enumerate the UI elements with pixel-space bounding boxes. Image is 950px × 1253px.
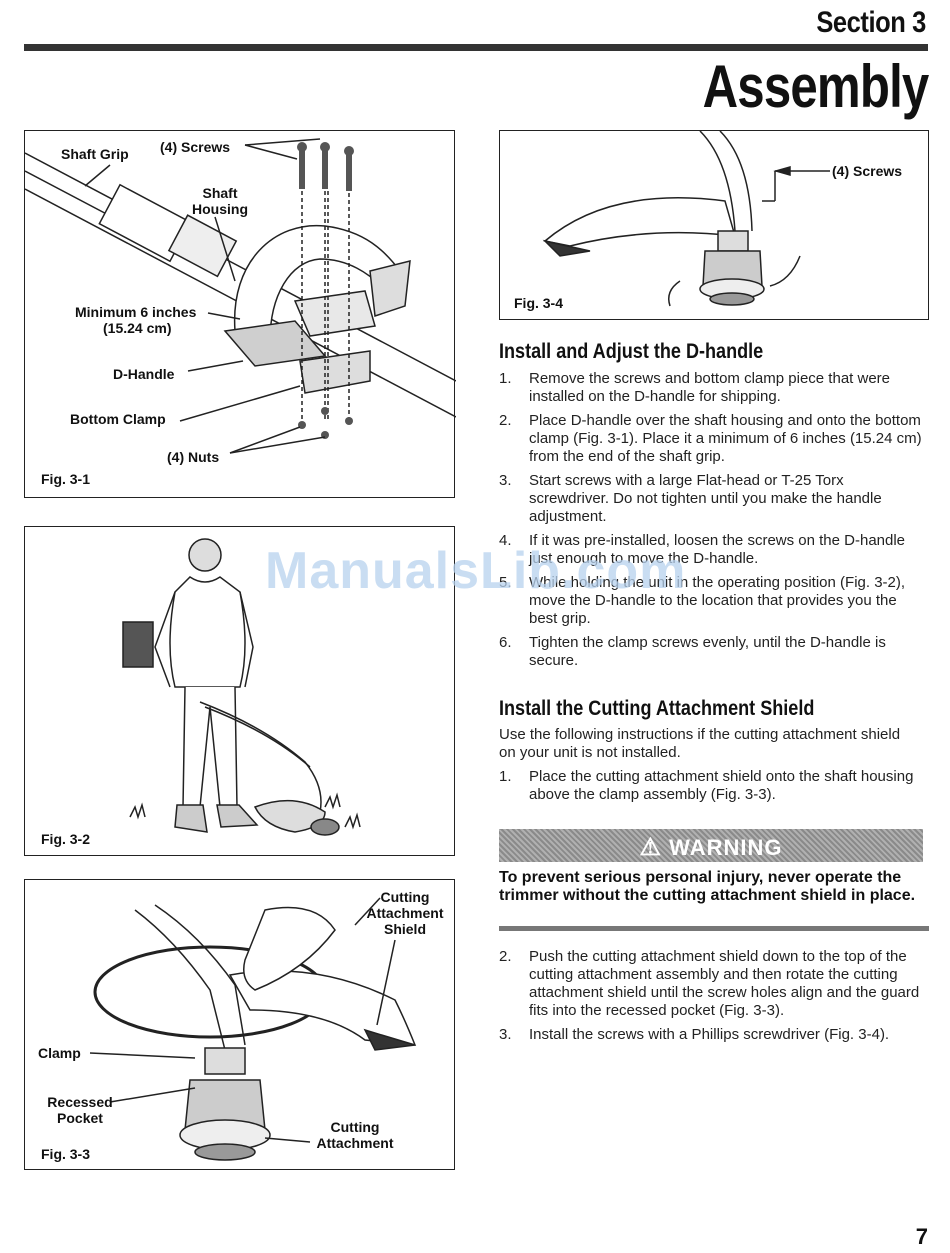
operator-illustration — [122, 538, 361, 836]
label-screws: (4) Screws — [832, 163, 903, 179]
list-item: 1.Place the cutting attachment shield on… — [499, 768, 914, 803]
figure-caption: Fig. 3-4 — [514, 295, 564, 311]
label-recessed-pocket: Recessed Pocket — [47, 1094, 113, 1126]
label-bottom-clamp: Bottom Clamp — [70, 411, 166, 427]
label-nuts: (4) Nuts — [167, 449, 220, 465]
section-label: Section 3 — [816, 6, 926, 39]
list-item: 1.Remove the screws and bottom clamp pie… — [499, 370, 891, 405]
list-item: 5.While holding the unit in the operatin… — [499, 574, 906, 627]
list-item: 3.Install the screws with a Phillips scr… — [499, 1026, 890, 1043]
label-cutting-attachment: Cutting Attachment — [316, 1119, 394, 1151]
label-clamp: Clamp — [38, 1045, 81, 1061]
figure-3-4: (4) Screws Fig. 3-4 — [499, 130, 929, 320]
page-title: Assembly — [702, 53, 929, 120]
shield-screws-illustration — [542, 131, 830, 307]
warning-triangle-icon: ⚠ — [639, 834, 663, 861]
shield-steps-a: 1.Place the cutting attachment shield on… — [499, 768, 924, 810]
list-item: 3.Start screws with a large Flat-head or… — [499, 472, 882, 525]
shield-installation-illustration — [89, 897, 417, 1161]
list-item: 4.If it was pre-installed, loosen the sc… — [499, 532, 906, 567]
label-screws: (4) Screws — [160, 139, 231, 155]
label-cutting-attachment-shield: Cutting Attachment Shield — [366, 889, 444, 937]
list-item: 2.Place D-handle over the shaft housing … — [499, 412, 922, 465]
figure-3-3: Cutting Attachment Shield Clamp Recessed… — [24, 879, 455, 1170]
d-handle-illustration — [25, 138, 456, 454]
page-number: 7 — [915, 1224, 928, 1249]
header-rule — [24, 44, 928, 51]
label-d-handle: D-Handle — [113, 366, 175, 382]
list-item: 6.Tighten the clamp screws evenly, until… — [499, 634, 886, 669]
warning-rule — [499, 926, 929, 931]
label-shaft-housing: Shaft Housing — [192, 185, 248, 217]
figure-caption: Fig. 3-3 — [41, 1146, 91, 1162]
d-handle-steps: 1.Remove the screws and bottom clamp pie… — [499, 370, 924, 676]
watermark: ManualsLib.com — [265, 542, 687, 600]
label-minimum-cm: (15.24 cm) — [103, 320, 172, 336]
label-minimum-inches: Minimum 6 inches — [75, 304, 197, 320]
figure-caption: Fig. 3-1 — [41, 471, 91, 487]
warning-label: ⚠ WARNING — [639, 834, 783, 861]
label-shaft-grip: Shaft Grip — [61, 146, 129, 162]
figure-caption: Fig. 3-2 — [41, 831, 91, 847]
shield-intro: Use the following instructions if the cu… — [499, 726, 901, 761]
heading-install-shield: Install the Cutting Attachment Shield — [499, 697, 815, 720]
shield-steps-b: 2.Push the cutting attachment shield dow… — [499, 948, 927, 1050]
heading-install-d-handle: Install and Adjust the D-handle — [499, 340, 764, 363]
figure-3-2: Fig. 3-2 — [24, 526, 455, 856]
warning-banner: ⚠ WARNING — [499, 829, 923, 862]
warning-text: To prevent serious personal injury, neve… — [499, 869, 916, 904]
list-item: 2.Push the cutting attachment shield dow… — [499, 948, 920, 1019]
figure-3-1: Shaft Grip (4) Screws Shaft Housing Mini… — [24, 130, 456, 498]
